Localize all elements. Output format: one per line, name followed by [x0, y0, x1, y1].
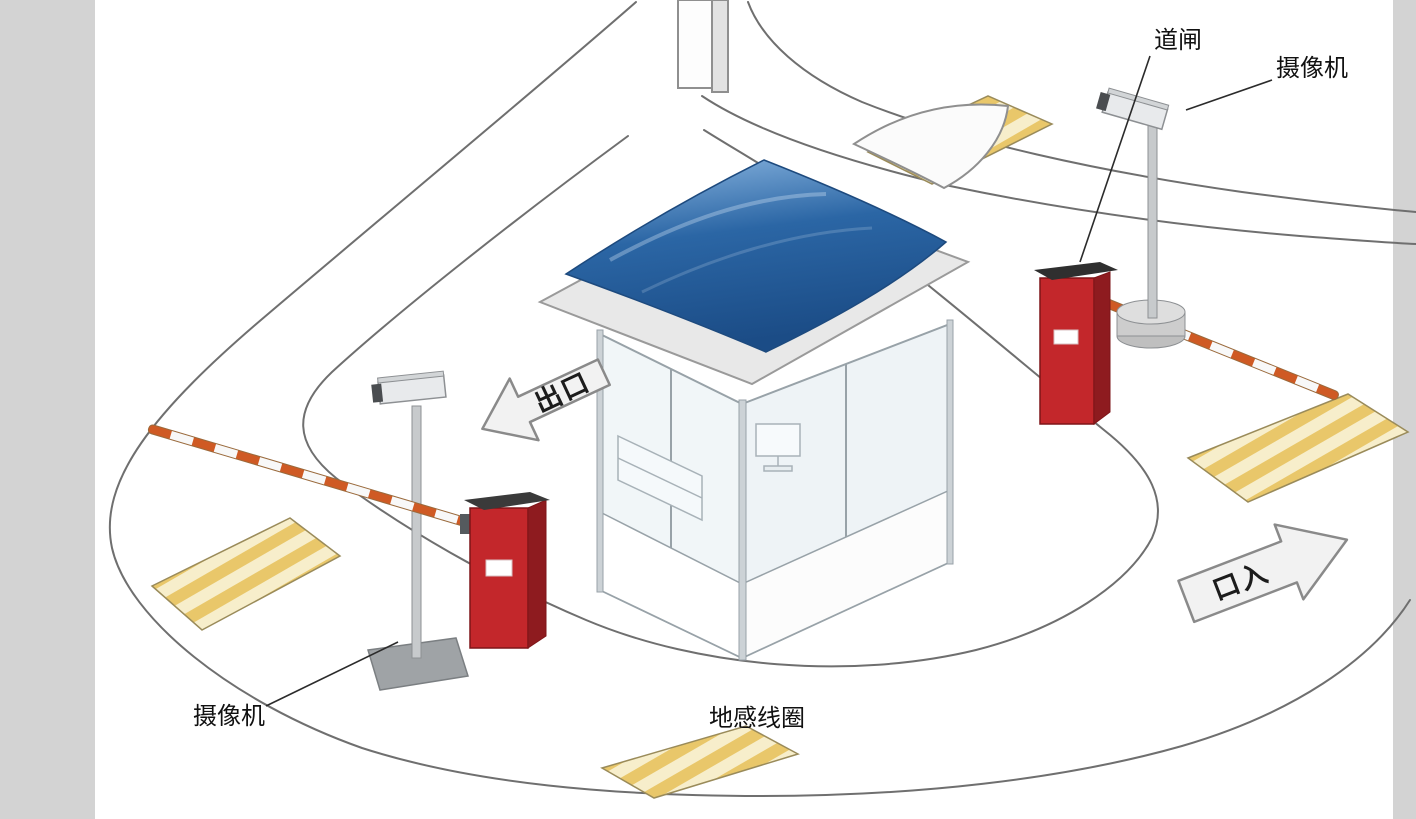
left-camera-pole [411, 405, 422, 659]
left-barrier-panel [485, 559, 513, 577]
road-top-inner-edge [701, 95, 1416, 245]
right-barrier-cabinet-front [1039, 277, 1095, 425]
entrance-arrow-shape [1177, 523, 1349, 624]
right-barrier-cabinet-side [1093, 271, 1111, 425]
exit-arrow: 出口 [481, 358, 611, 442]
barrier-gate-label: 道闸 [1154, 26, 1202, 54]
ground-loop-label: 地感线圈 [709, 704, 805, 732]
road-outer-edge [108, 1, 1411, 798]
left-barrier-gate [147, 424, 550, 649]
right-barrier-cabinet-top [1034, 262, 1118, 280]
leader-camera-left [265, 641, 399, 707]
camera-left-label: 摄像机 [193, 702, 265, 730]
canopy-sheen-2 [641, 226, 873, 294]
left-camera-assembly [367, 370, 469, 691]
camera-right-label: 摄像机 [1276, 54, 1348, 82]
right-camera-assembly [1096, 87, 1186, 349]
left-barrier-cabinet-side [527, 499, 547, 649]
right-camera-lens [1096, 91, 1111, 112]
entrance-arrow: 口入 [1177, 523, 1349, 624]
leader-lines [265, 55, 1273, 707]
road-loop [108, 1, 1416, 798]
right-margin-strip [1393, 0, 1416, 819]
right-camera-pole [1147, 113, 1158, 319]
right-camera-hood [1107, 87, 1170, 111]
left-margin-strip [0, 0, 95, 819]
booth-blue-canopy [564, 159, 948, 353]
ground-loop-pad-right [1186, 393, 1410, 503]
booth-interior [617, 423, 801, 522]
ground-loop-pad-left [150, 517, 342, 631]
ground-loop-pad-bottom [600, 725, 800, 799]
right-barrier-gate [1034, 262, 1339, 425]
booth-post-left [596, 329, 604, 593]
canopy-curl [851, 103, 1010, 190]
road-top-outer-edge [747, 1, 1416, 213]
road-island-edge [302, 129, 1159, 668]
guard-booth [537, 103, 1010, 661]
left-camera-base [367, 637, 469, 691]
leader-camera-right [1185, 79, 1273, 111]
left-camera-hood [377, 370, 445, 384]
left-barrier-cabinet-top [464, 492, 550, 510]
left-camera-lens [371, 383, 384, 403]
left-barrier-cabinet-front [469, 507, 529, 649]
booth-post-right [946, 319, 954, 565]
canopy-sheen [609, 192, 827, 262]
leader-barrier-gate [1079, 55, 1151, 263]
exit-arrow-shape [481, 358, 611, 442]
entrance-pillar [677, 0, 729, 93]
right-barrier-panel [1053, 329, 1079, 345]
booth-post-front [738, 399, 747, 661]
